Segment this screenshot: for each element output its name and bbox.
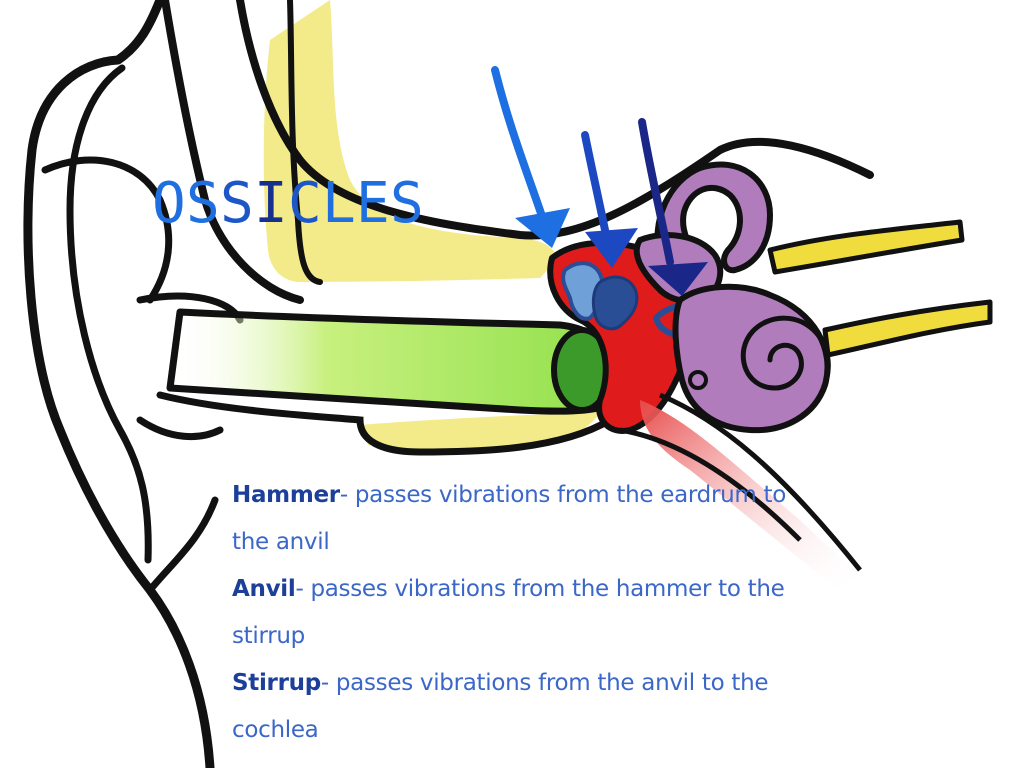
stirrup-text: - passes vibrations from the anvil to th… xyxy=(232,670,769,743)
anvil-term: Anvil xyxy=(232,576,296,602)
hammer-term: Hammer xyxy=(232,482,340,508)
anvil-text: - passes vibrations from the hammer to t… xyxy=(232,576,785,649)
title-letter: I xyxy=(254,171,288,236)
title-letter: O xyxy=(152,171,186,236)
vestibular-nerve xyxy=(767,219,965,275)
arrow-hammer xyxy=(491,66,570,248)
arrow-anvil xyxy=(581,131,638,268)
stirrup-term: Stirrup xyxy=(232,670,321,696)
pinna-outline xyxy=(23,0,215,768)
cochlear-nerve xyxy=(822,299,993,358)
title-letter: S xyxy=(390,171,424,236)
pinna-inner-fold xyxy=(66,64,152,564)
bone-outline-inner xyxy=(287,0,323,285)
oval-window xyxy=(688,370,708,390)
pinna-lobe xyxy=(146,496,219,594)
ossicle-descriptions: Hammer- passes vibrations from the eardr… xyxy=(232,472,792,754)
title-letter: E xyxy=(356,171,390,236)
anvil-description: Anvil- passes vibrations from the hammer… xyxy=(232,566,792,660)
arrow-stirrup xyxy=(638,118,708,296)
bone-outline-upper xyxy=(236,0,874,240)
hammer-description: Hammer- passes vibrations from the eardr… xyxy=(232,472,792,566)
cochlea-spiral xyxy=(740,315,831,391)
ear-canal xyxy=(166,308,620,415)
temporal-bone-lower xyxy=(360,412,600,451)
title-letter: S xyxy=(220,171,254,236)
title-letter: S xyxy=(186,171,220,236)
bone-outline-left xyxy=(161,0,304,304)
title-letter: C xyxy=(288,171,322,236)
stirrup-description: Stirrup- passes vibrations from the anvi… xyxy=(232,660,792,754)
title-letter: L xyxy=(322,171,356,236)
eustachian-tube-outline xyxy=(619,392,862,572)
pinna-antihelix xyxy=(41,156,173,304)
anvil-bone xyxy=(591,275,639,331)
bone-outline-lower xyxy=(156,391,614,456)
temporal-bone-upper xyxy=(263,0,556,282)
hammer-text: - passes vibrations from the eardrum to … xyxy=(232,482,786,555)
cochlea xyxy=(672,283,831,434)
